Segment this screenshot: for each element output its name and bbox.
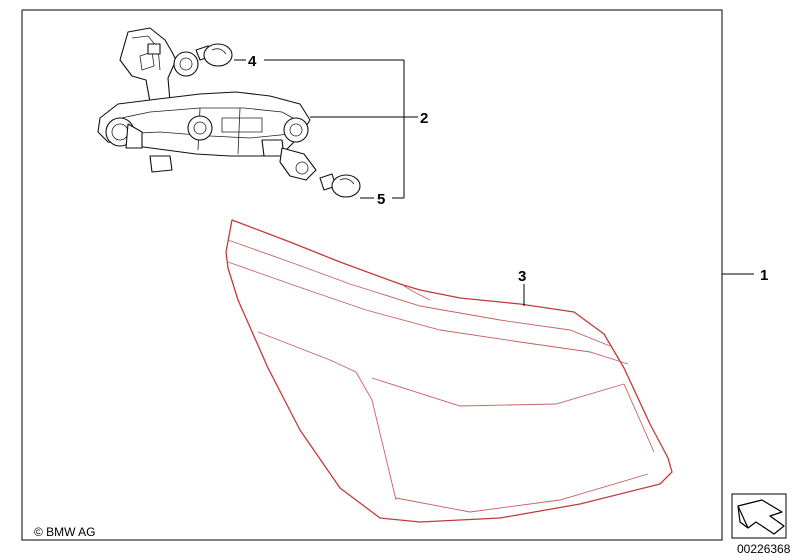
callout-5: 5 (377, 191, 385, 208)
callout-leaders (234, 59, 754, 306)
rear-light-lens[interactable] (225, 219, 673, 523)
diagram-frame (21, 9, 723, 541)
bulb-5[interactable] (319, 173, 361, 198)
callout-2: 2 (420, 110, 428, 127)
callout-3: 3 (518, 268, 526, 285)
bulb-4[interactable] (195, 43, 233, 67)
copyright-text: © BMW AG (34, 525, 96, 539)
bulb-holder-assembly[interactable] (97, 27, 317, 181)
callout-4: 4 (248, 53, 257, 70)
arrow-step-icon[interactable] (731, 493, 787, 539)
diagram-number: 00226368 (737, 542, 791, 556)
callout-1: 1 (760, 267, 768, 284)
